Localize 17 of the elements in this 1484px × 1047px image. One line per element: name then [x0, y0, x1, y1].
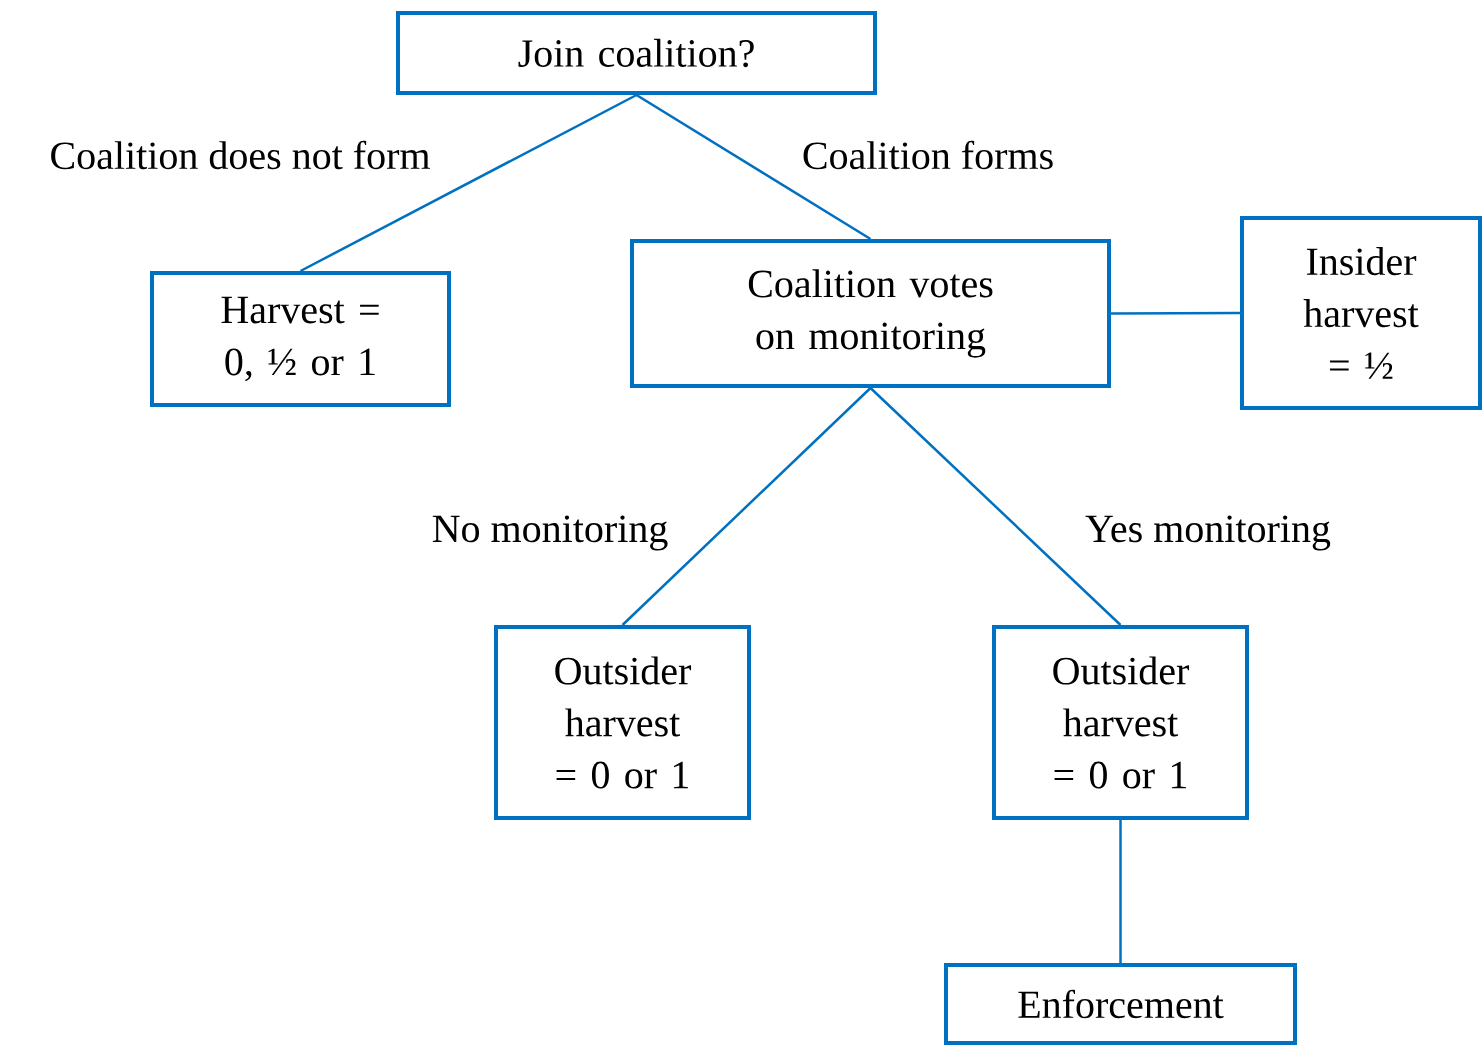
process-box: Join coalition? [396, 11, 877, 95]
process-box: Insider harvest = ½ [1240, 216, 1482, 410]
process-box: Harvest = 0, ½ or 1 [150, 271, 451, 407]
process-box: Coalition votes on monitoring [630, 239, 1111, 388]
connector-line [635, 93, 872, 241]
edge-label: No monitoring [432, 515, 668, 551]
edge-label: Yes monitoring [1085, 515, 1331, 551]
process-box: Outsider harvest = 0 or 1 [494, 625, 751, 820]
process-box: Outsider harvest = 0 or 1 [992, 625, 1249, 820]
process-box: Enforcement [944, 963, 1297, 1045]
connector-line [621, 387, 872, 626]
connector-line [1111, 311, 1240, 315]
edge-label: Coalition forms [803, 140, 1053, 170]
connector-line [299, 93, 638, 273]
connector-line [1119, 820, 1122, 963]
connector-line [869, 387, 1122, 626]
edge-label: Coalition does not form [51, 140, 430, 170]
